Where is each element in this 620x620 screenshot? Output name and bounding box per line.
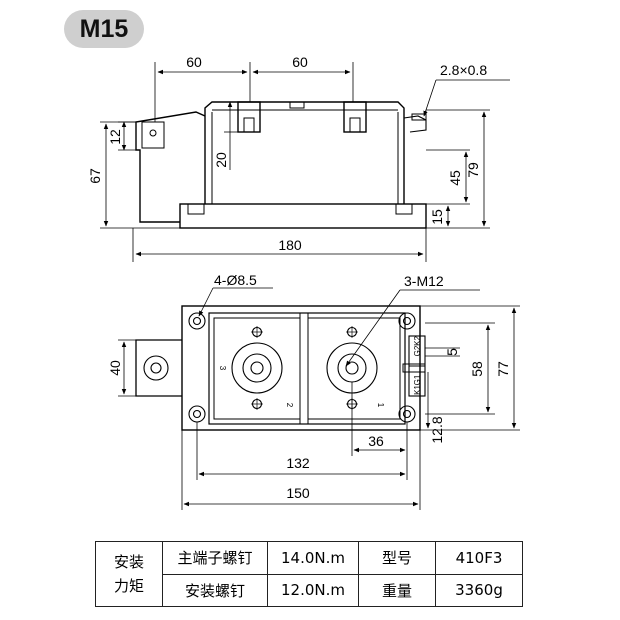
dim-58: 58	[469, 361, 485, 377]
dim-67: 67	[87, 168, 103, 184]
side-view	[100, 62, 510, 262]
model-badge: M15	[64, 10, 144, 48]
dim-180: 180	[278, 237, 302, 253]
side-base-plate	[179, 203, 427, 229]
side-terminal-left	[237, 101, 261, 133]
spec-item-main-screw: 主端子螺钉	[162, 541, 268, 575]
side-base-fillet-right	[395, 203, 413, 215]
side-base-fillet-left	[187, 203, 205, 215]
top-housing	[208, 312, 406, 425]
dim-15: 15	[429, 209, 445, 225]
spec-group-cell: 安装 力矩	[95, 541, 163, 607]
terminal-markers: 3 2 1 G2 K2 K1 G1	[218, 336, 422, 408]
pin-g1-label: G1	[413, 374, 422, 385]
pin-k1-label: K1	[413, 385, 422, 395]
spec-item-mount-screw: 安装螺钉	[162, 573, 268, 607]
top-left-tab	[135, 339, 182, 397]
dim-5: 5	[444, 348, 460, 356]
spec-group-line-2: 力矩	[113, 577, 144, 595]
terminal-3-label: 3	[218, 366, 227, 371]
spec-value-main-screw: 14.0N.m	[267, 541, 359, 575]
spec-value-weight: 3360g	[435, 573, 523, 607]
spec-row-2: 安装螺钉 12.0N.m 重量 3360g	[96, 573, 523, 607]
dim-20: 20	[213, 152, 229, 168]
dim-12: 12	[107, 129, 123, 145]
main-terminals	[231, 326, 378, 410]
pin-k2-label: K2	[413, 336, 422, 346]
side-terminal-right	[343, 101, 367, 133]
label-main-screws: 3-M12	[404, 273, 444, 289]
top-dimension-lines	[118, 287, 520, 510]
spec-row-1: 安装 力矩 主端子螺钉 14.0N.m 型号 410F3	[95, 541, 523, 607]
dim-40: 40	[107, 360, 123, 376]
dim-tab-size: 2.8×0.8	[440, 62, 487, 78]
technical-drawing: 60 60 2.8×0.8 12 67 20 45 79 15 180	[87, 54, 520, 510]
terminal-2-label: 2	[285, 403, 294, 408]
pin-g2-label: G2	[413, 345, 422, 356]
spec-key-weight: 重量	[358, 573, 436, 607]
top-base-plate	[181, 305, 421, 431]
spec-group-line-1: 安装	[113, 553, 144, 571]
spec-table: 安装 力矩 主端子螺钉 14.0N.m 型号 410F3 安装螺钉 12.0N.…	[95, 541, 523, 607]
terminal-1-label: 1	[376, 403, 385, 408]
dim-45: 45	[447, 170, 463, 186]
side-left-tab	[135, 111, 206, 223]
side-dimension-text: 60 60 2.8×0.8 12 67 20 45 79 15 180	[87, 54, 487, 253]
dim-36: 36	[368, 433, 384, 449]
spec-value-mount-screw: 12.0N.m	[267, 573, 359, 607]
dim-132: 132	[286, 455, 310, 471]
top-dimension-text: 4-Ø8.5 3-M12 40 5 58 77 12.8 36 132 150	[107, 272, 511, 501]
side-housing	[204, 101, 405, 204]
dim-60-left: 60	[186, 54, 202, 70]
dim-12-8: 12.8	[429, 416, 445, 443]
dim-79: 79	[465, 162, 481, 178]
spec-key-model: 型号	[358, 541, 436, 575]
model-badge-text: M15	[79, 14, 129, 43]
label-mount-holes: 4-Ø8.5	[214, 272, 257, 288]
mount-holes	[188, 312, 416, 423]
side-dimension-lines	[100, 62, 510, 262]
dim-60-right: 60	[292, 54, 308, 70]
spec-value-model: 410F3	[435, 541, 523, 575]
dim-150: 150	[286, 485, 310, 501]
top-view	[118, 287, 520, 510]
dim-77: 77	[495, 361, 511, 377]
